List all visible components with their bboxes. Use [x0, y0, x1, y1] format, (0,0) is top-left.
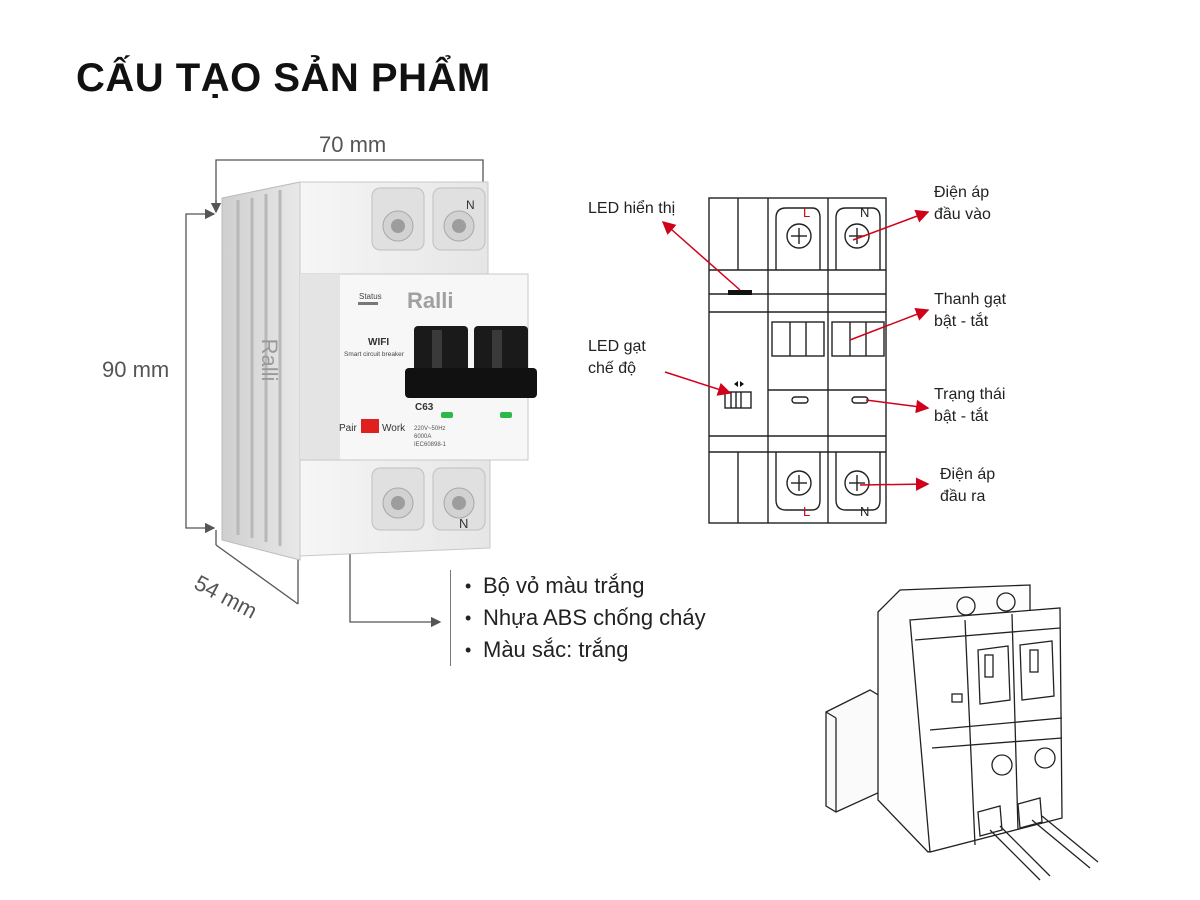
- spec-voltage: 220V~50Hz: [414, 426, 446, 432]
- pair-label: Pair: [339, 423, 357, 434]
- work-label: Work: [382, 423, 406, 434]
- feature-item: Màu sắc: trắng: [463, 634, 706, 666]
- schematic-drawing: [708, 197, 887, 524]
- callout-input-voltage-line1: Điện áp: [934, 184, 990, 201]
- callout-output-voltage-line1: Điện áp: [940, 466, 996, 483]
- feature-list: Bộ vỏ màu trắng Nhựa ABS chống cháy Màu …: [450, 570, 706, 666]
- callout-toggle-line2: bật - tắt: [934, 313, 989, 330]
- status-label: Status: [359, 292, 382, 301]
- smart-breaker-subtitle: Smart circuit breaker: [344, 351, 405, 358]
- spec-capacity: 6000A: [414, 434, 431, 440]
- led-green-left: [441, 412, 453, 418]
- dimension-lines: [185, 159, 489, 628]
- top-terminal-screws: [371, 187, 486, 251]
- schematic-bottom-n-label: N: [860, 504, 869, 519]
- callout-output-voltage-line2: đầu ra: [940, 488, 986, 505]
- feature-item: Bộ vỏ màu trắng: [463, 570, 706, 602]
- callout-led-display-text: LED hiển thị: [588, 200, 676, 217]
- isometric-line-drawing: [825, 584, 1099, 881]
- feature-item: Nhựa ABS chống cháy: [463, 602, 706, 634]
- schematic-bottom-l-label: L: [803, 504, 810, 519]
- product-breaker-image: Ralli N Status Ralli WIFI Smart circuit …: [221, 181, 537, 561]
- schematic-top-l-label: L: [803, 205, 810, 220]
- mode-switch-arrows-icon: [734, 381, 744, 387]
- callout-output-voltage: Điện áp đầu ra: [940, 464, 995, 508]
- wifi-label: WIFI: [368, 337, 389, 348]
- spec-standard: IEC60898-1: [414, 442, 447, 448]
- callout-toggle: Thanh gạt bật - tắt: [934, 289, 1006, 333]
- page-title: CẤU TẠO SẢN PHẨM: [76, 56, 491, 100]
- callout-input-voltage-line2: đầu vào: [934, 206, 991, 223]
- pair-indicator: [361, 419, 379, 433]
- callout-status-line2: bật - tắt: [934, 408, 989, 425]
- callout-led-display: LED hiển thị: [588, 198, 675, 220]
- callout-led-mode-line2: chế độ: [588, 360, 637, 377]
- callout-arrows: [661, 209, 930, 491]
- schematic-top-n-label: N: [860, 205, 869, 220]
- height-dimension-label: 90 mm: [102, 357, 170, 382]
- callout-led-mode-line1: LED gạt: [588, 338, 646, 355]
- width-dimension-label: 70 mm: [319, 132, 387, 157]
- model-label: C63: [415, 402, 434, 413]
- top-terminal-n-label: N: [466, 198, 475, 212]
- bottom-terminal-n-label: N: [459, 516, 468, 531]
- bottom-terminal-screws: [371, 467, 486, 531]
- callout-status-line1: Trạng thái: [934, 386, 1006, 403]
- callout-status: Trạng thái bật - tắt: [934, 384, 1005, 428]
- front-brand-logo: Ralli: [407, 288, 453, 313]
- callout-toggle-line1: Thanh gạt: [934, 291, 1007, 308]
- callout-input-voltage: Điện áp đầu vào: [934, 182, 991, 226]
- schematic-led-display: [728, 290, 752, 295]
- toggle-switches: [405, 326, 537, 398]
- led-green-right: [500, 412, 512, 418]
- side-brand-text: Ralli: [257, 339, 282, 382]
- callout-led-mode: LED gạt chế độ: [588, 336, 646, 380]
